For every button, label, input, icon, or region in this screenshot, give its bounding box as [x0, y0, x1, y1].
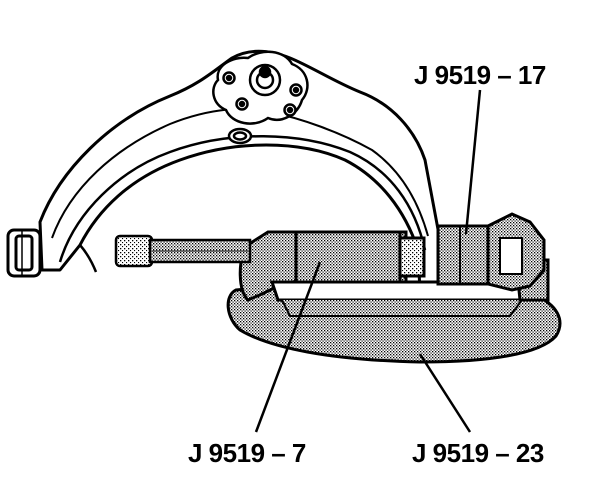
label-j9519-7: J 9519 – 7: [188, 438, 306, 468]
left-bushing: [6, 228, 42, 278]
label-j9519-23: J 9519 – 23: [412, 438, 544, 468]
label-j9519-17: J 9519 – 17: [414, 60, 546, 90]
leader-line-23: [418, 353, 472, 433]
ball-joint-plate: [212, 50, 309, 145]
forcing-screw: [114, 234, 252, 268]
receiver-cup: [294, 230, 426, 284]
leader-line-17: [464, 89, 482, 235]
leader-line-7: [254, 261, 322, 433]
leader-lines: [254, 89, 482, 433]
control-arm: [38, 49, 447, 294]
installer-adapter: [436, 212, 546, 292]
